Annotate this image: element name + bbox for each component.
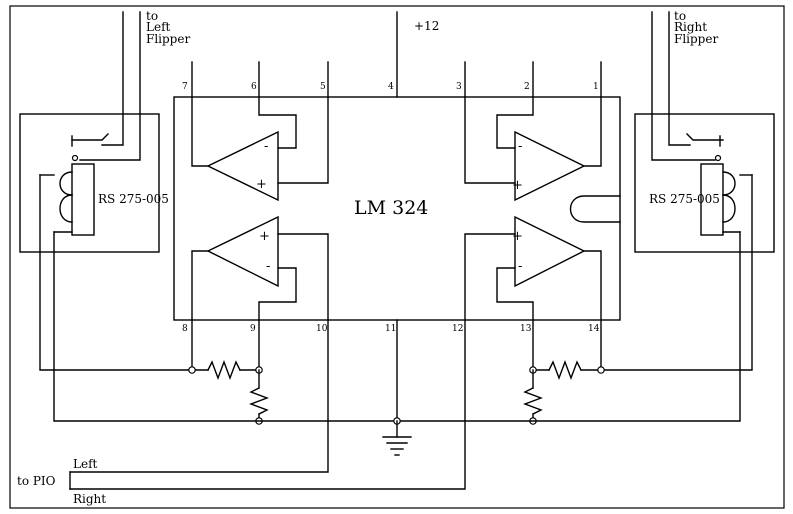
left-relay: RS 275-005 [19,113,169,253]
opamp-b-plus: + [259,229,270,244]
chip-label: LM 324 [354,197,428,219]
right-flipper-wire-b [651,11,716,161]
right-relay-label: RS 275-005 [649,192,720,206]
diagram-frame [9,5,785,509]
pio-right-label: Right [73,492,106,506]
left-flipper-name: Left [146,20,171,34]
opamp-a-plus: + [256,177,267,192]
left-relay-coil-body [71,163,95,236]
opamp-b-minus: - [266,259,270,274]
pin-11-number: 11 [385,324,396,334]
pin-10-number: 10 [316,324,328,334]
right-relay-coil-body [700,163,724,236]
opamp-c-plus: + [512,178,523,193]
left-relay-drive-wire [39,174,193,371]
left-flipper-word: Flipper [146,32,190,46]
opamp-c: - + [464,96,602,202]
ground-icon [382,420,412,456]
opamp-a: - + [191,96,329,202]
right-relay: RS 275-005 [634,113,775,253]
opamp-d: + - [464,215,602,321]
pin-5-number: 5 [320,82,326,92]
left-relay-label: RS 275-005 [98,192,169,206]
right-flipper-to: to [674,9,686,23]
opamp-d-minus: - [518,259,522,274]
crossover-loop [569,195,621,223]
opamp-a-minus: - [264,139,268,154]
right-relay-drive-wire [600,174,753,371]
pio-label: to PIO [17,474,56,488]
left-flipper-wire-b [79,11,141,161]
pin-3-number: 3 [456,82,462,92]
pin-1-number: 1 [593,82,599,92]
opamp-a-triangle [206,130,279,202]
left-relay-box [19,113,160,253]
left-ground-resistor [249,387,269,415]
right-ground-resistor [523,387,543,415]
supply-label: +12 [414,19,439,33]
right-feedback-resistor [548,360,582,380]
right-flipper-name: Right [674,20,707,34]
pio-left-line [69,319,329,473]
left-flipper-to: to [146,9,158,23]
pin-12-number: 12 [452,324,463,334]
left-feedback-resistor [207,360,241,380]
opamp-c-minus: - [518,139,522,154]
left-flipper-wire-a [101,11,124,146]
opamp-b: + - [191,215,329,321]
pin-4-number: 4 [388,82,394,92]
opamp-d-plus: + [512,229,523,244]
right-node-pin14 [597,366,605,374]
right-flipper-word: Flipper [674,32,718,46]
pin-8-number: 8 [182,324,188,334]
pin-2-number: 2 [524,82,530,92]
pin-9-number: 9 [250,324,256,334]
pio-left-label: Left [73,457,98,471]
right-relay-box [634,113,775,253]
opamp-c-triangle [514,130,586,202]
opamp-d-triangle [514,215,586,288]
right-flipper-wire-a [668,11,691,146]
pio-right-line [69,319,466,490]
pin-7-number: 7 [182,82,188,92]
opamp-b-triangle [206,215,279,288]
pin-13-number: 13 [520,324,532,334]
lm324-chip: LM 324 7 6 5 4 3 2 1 8 9 10 11 12 13 14 … [173,11,621,334]
pin-14-number: 14 [588,324,600,334]
pin-6-number: 6 [251,82,257,92]
left-node-pin8 [188,366,196,374]
